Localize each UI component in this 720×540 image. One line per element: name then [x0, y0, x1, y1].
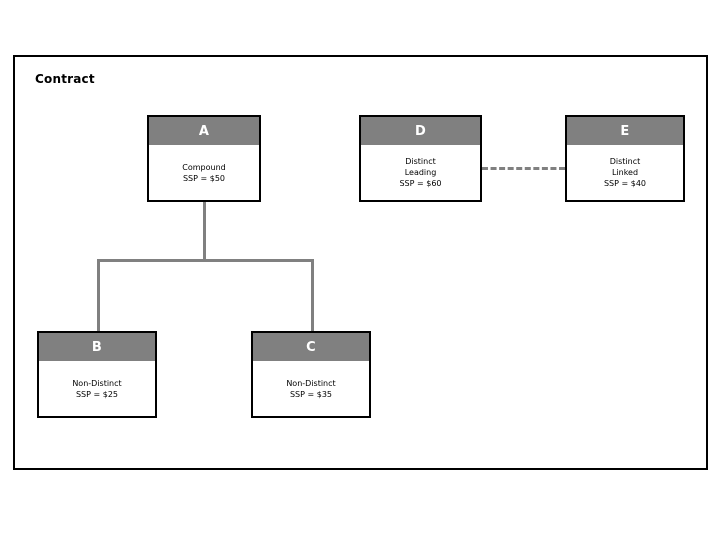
connector-a-to-b [97, 259, 100, 332]
node-e-line-2: Linked [611, 168, 639, 177]
connector-a-stem [203, 202, 206, 262]
node-a-line-1: Compound [182, 162, 226, 172]
node-d-body: Distinct Leading SSP = $60 [361, 145, 480, 200]
node-d-line-2: Leading [404, 168, 437, 177]
node-d-line-3: SSP = $60 [399, 179, 442, 188]
node-b-line-2: SSP = $25 [75, 389, 119, 399]
node-d[interactable]: D Distinct Leading SSP = $60 [359, 115, 482, 202]
page-title: Contract [35, 72, 95, 86]
node-d-header: D [361, 117, 480, 145]
node-e-line-3: SSP = $40 [603, 179, 647, 188]
node-c-body: Non-Distinct SSP = $35 [253, 361, 369, 416]
node-e[interactable]: E Distinct Linked SSP = $40 [565, 115, 685, 202]
node-b-body: Non-Distinct SSP = $25 [39, 361, 155, 416]
node-a-header: A [149, 117, 259, 145]
node-b-header: B [39, 333, 155, 361]
connector-a-crossbar [97, 259, 314, 262]
connector-d-to-e-dashed [482, 167, 565, 170]
node-b-line-1: Non-Distinct [72, 378, 122, 388]
node-e-header: E [567, 117, 683, 145]
node-e-line-1: Distinct [609, 157, 641, 166]
node-d-line-1: Distinct [405, 157, 436, 166]
node-c-line-2: SSP = $35 [289, 389, 333, 399]
connector-a-to-c [311, 259, 314, 332]
node-e-body: Distinct Linked SSP = $40 [567, 145, 683, 200]
node-c-line-1: Non-Distinct [286, 378, 336, 388]
node-c[interactable]: C Non-Distinct SSP = $35 [251, 331, 371, 418]
node-b[interactable]: B Non-Distinct SSP = $25 [37, 331, 157, 418]
node-a[interactable]: A Compound SSP = $50 [147, 115, 261, 202]
node-a-body: Compound SSP = $50 [149, 145, 259, 200]
node-c-header: C [253, 333, 369, 361]
node-a-line-2: SSP = $50 [182, 173, 226, 183]
